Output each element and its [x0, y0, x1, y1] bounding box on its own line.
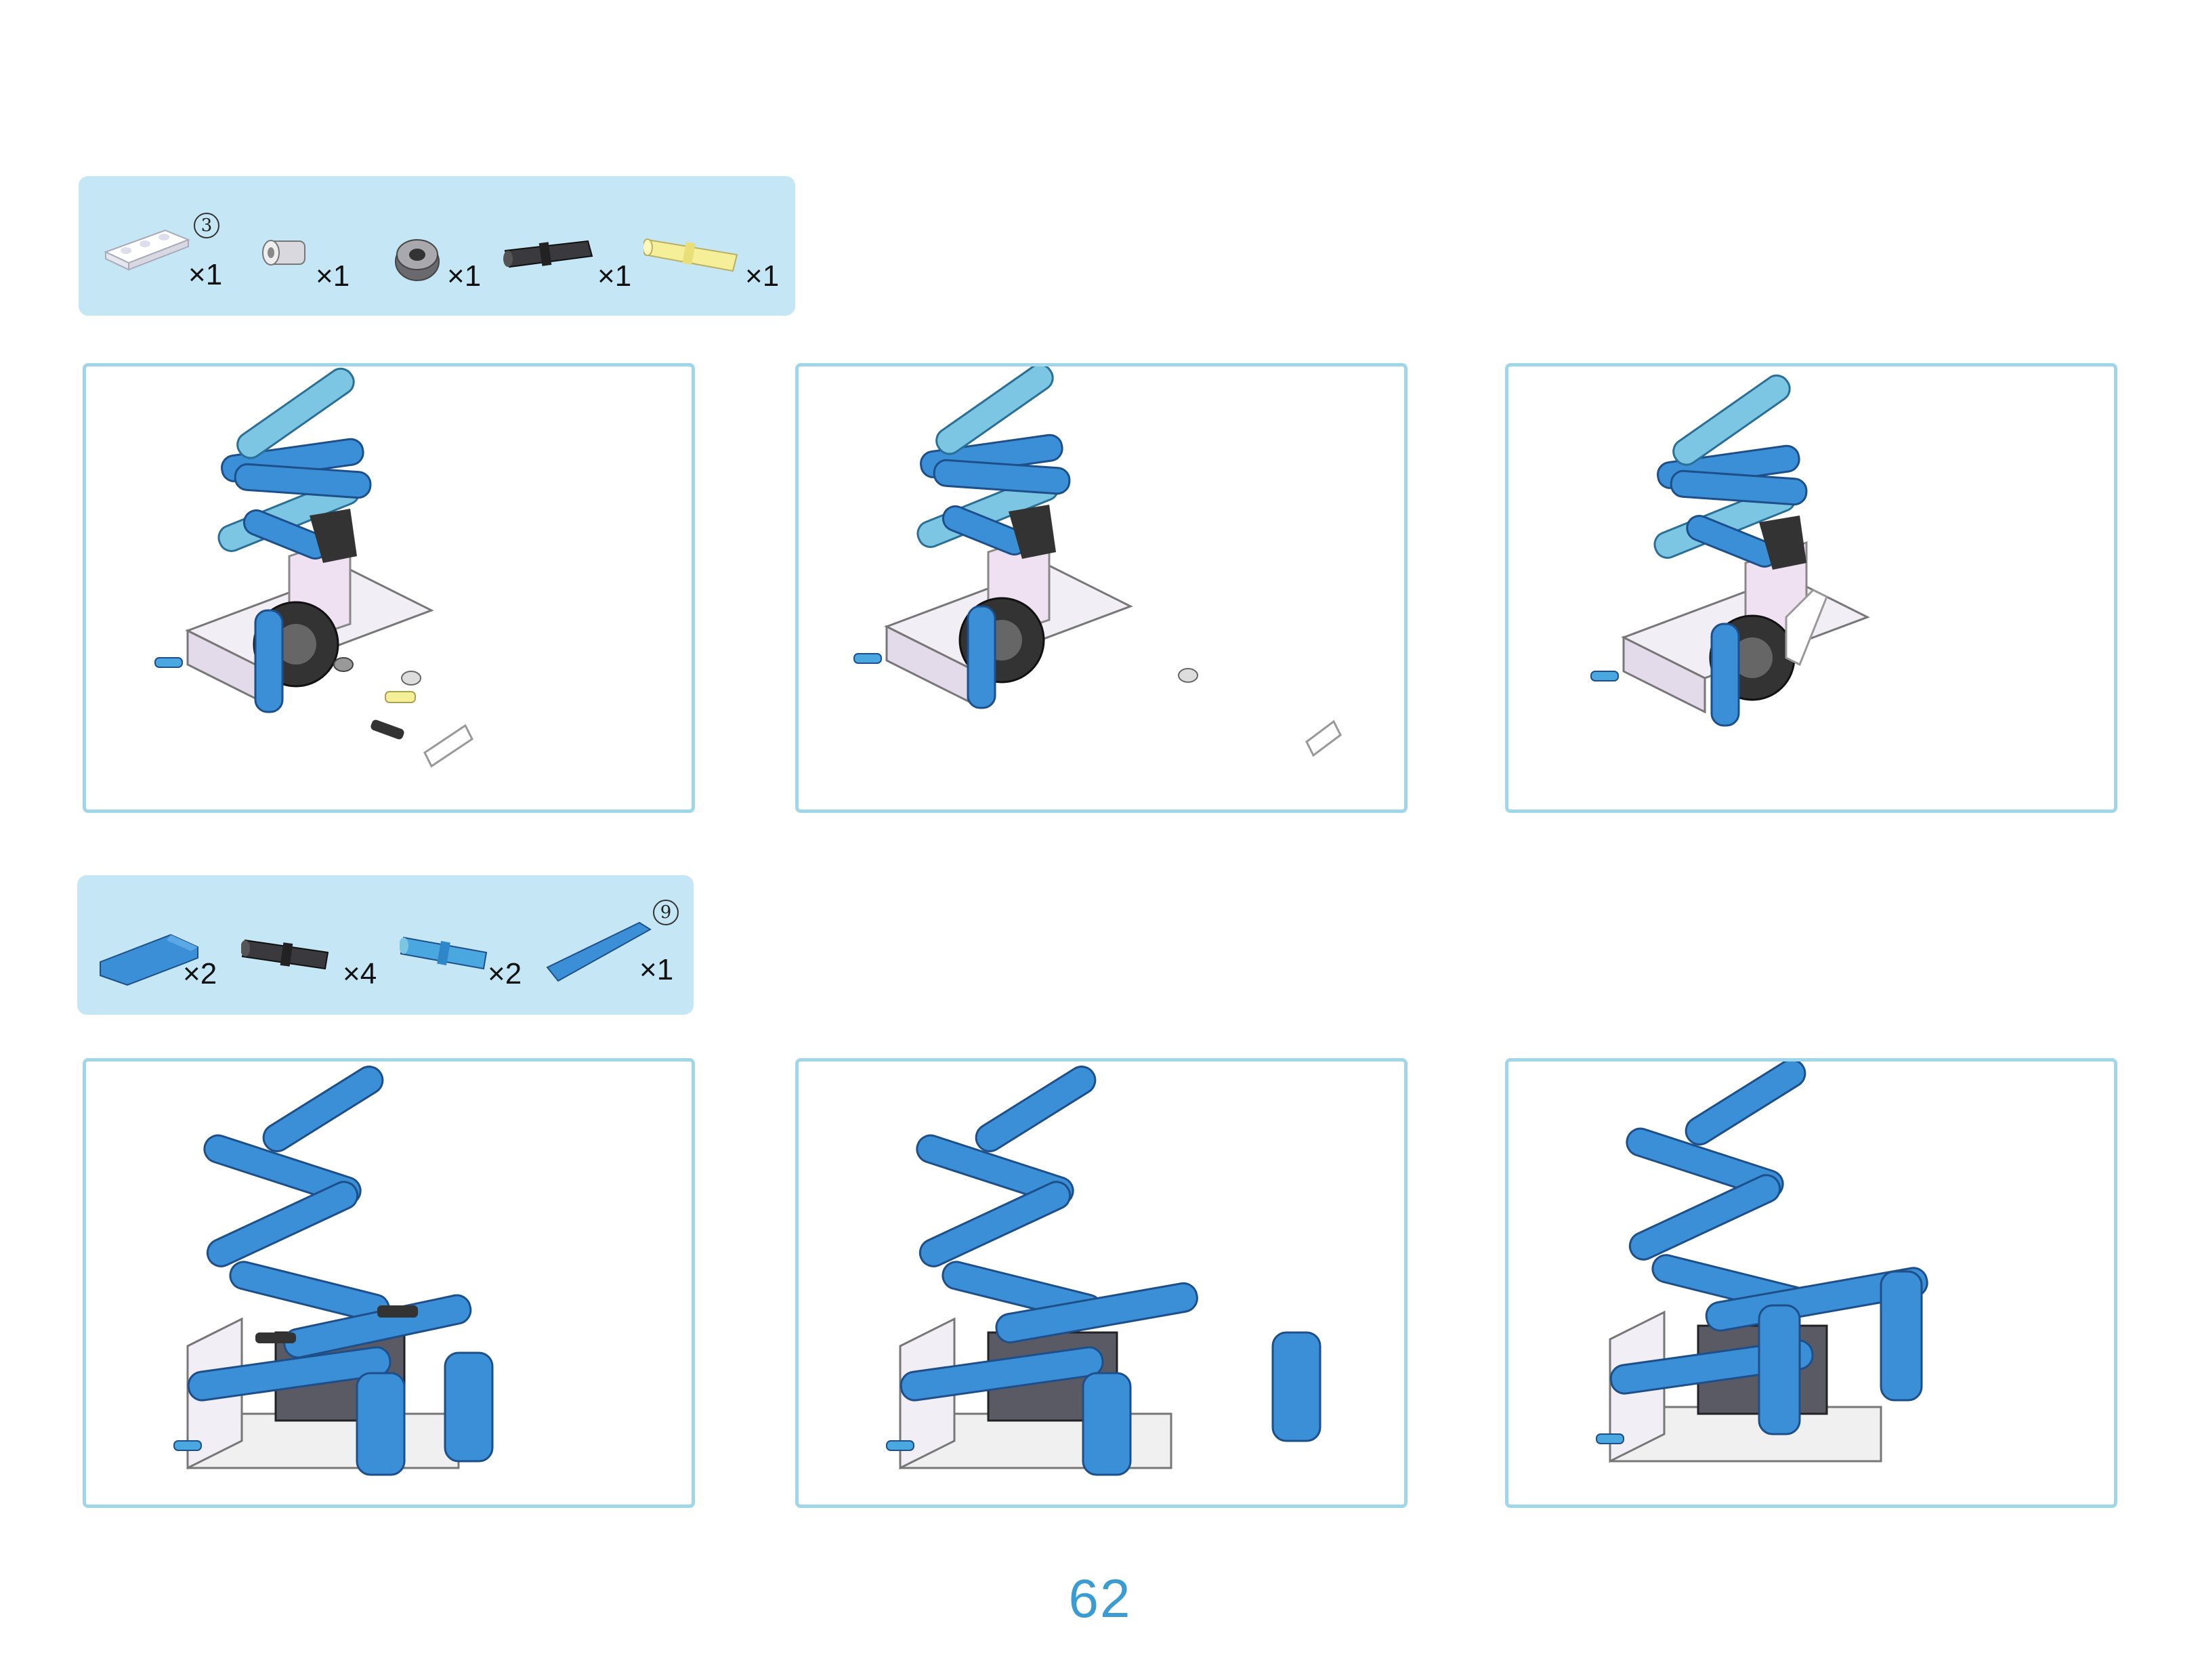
- parts-list-1: 3 ×1 ×1 ×1 ×1 ×1: [79, 176, 795, 316]
- quantity-label: ×4: [343, 957, 377, 990]
- quantity-label: ×1: [639, 953, 674, 986]
- black-friction-pin-icon: [240, 927, 336, 978]
- page-number: 62: [1068, 1568, 1132, 1629]
- blue-beam-9-icon: [545, 913, 653, 991]
- parts-list-2: ×2 ×4 ×2 9 ×1: [77, 875, 694, 1015]
- step-image-4: [83, 1058, 695, 1508]
- gray-half-bushing-icon: [392, 232, 446, 289]
- yellow-pin-icon: [642, 228, 745, 278]
- black-friction-pin-icon: [501, 236, 596, 280]
- step-image-6: [1505, 1058, 2117, 1508]
- gray-bushing-icon: [257, 232, 318, 276]
- quantity-label: ×1: [188, 258, 223, 291]
- quantity-label: ×1: [316, 259, 350, 293]
- quantity-label: ×2: [183, 957, 217, 990]
- step-image-3: [1505, 363, 2117, 813]
- step-image-2: [795, 363, 1408, 813]
- quantity-label: ×2: [488, 957, 522, 990]
- blue-axle-pin-icon: [399, 927, 494, 978]
- length-marker: 3: [194, 213, 219, 238]
- step-image-1: [83, 363, 695, 813]
- quantity-label: ×1: [745, 259, 780, 293]
- step-image-5: [795, 1058, 1408, 1508]
- length-marker: 9: [653, 900, 679, 925]
- blue-l-beam-icon: [96, 915, 205, 992]
- quantity-label: ×1: [447, 259, 482, 293]
- quantity-label: ×1: [597, 259, 632, 293]
- white-beam-3-icon: [103, 217, 191, 274]
